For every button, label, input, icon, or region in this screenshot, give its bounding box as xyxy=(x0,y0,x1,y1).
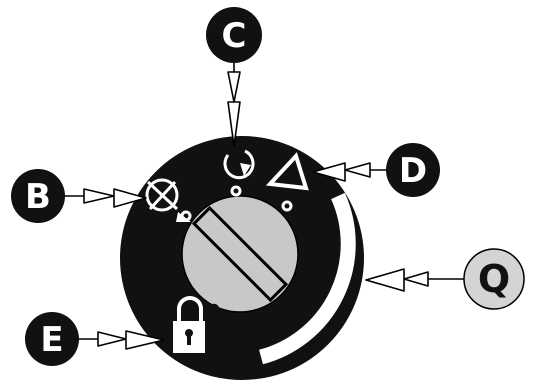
callout-c-label: C xyxy=(222,16,247,56)
callout-c: C xyxy=(206,7,262,63)
callout-e-label: E xyxy=(40,320,63,360)
arrow-d-head xyxy=(312,162,346,182)
rotate-cycle-icon xyxy=(223,149,255,197)
triangle-arrow-icon xyxy=(265,152,309,212)
callout-q: Q xyxy=(463,248,525,310)
arrow-d xyxy=(344,162,386,178)
rotate-arrow-icon xyxy=(240,163,251,176)
knob-grip xyxy=(191,205,289,303)
arrow-e-head xyxy=(125,330,165,350)
arrow-e xyxy=(76,331,127,347)
padlock-icon xyxy=(173,296,220,353)
callout-e: E xyxy=(25,312,79,366)
target-pointer-icon xyxy=(176,212,191,222)
arrow-c xyxy=(227,61,241,147)
arrow-q xyxy=(403,271,466,287)
leader-arrows xyxy=(59,61,466,350)
callout-d-label: D xyxy=(399,151,427,191)
callout-b-label: B xyxy=(25,177,51,217)
arrow-b xyxy=(59,188,115,204)
callout-d: D xyxy=(386,143,440,197)
arrow-q-head xyxy=(365,268,405,292)
callout-q-label: Q xyxy=(478,257,510,301)
indicator-arc xyxy=(259,192,356,365)
arrow-b-head xyxy=(113,188,147,208)
callout-b: B xyxy=(11,169,65,223)
